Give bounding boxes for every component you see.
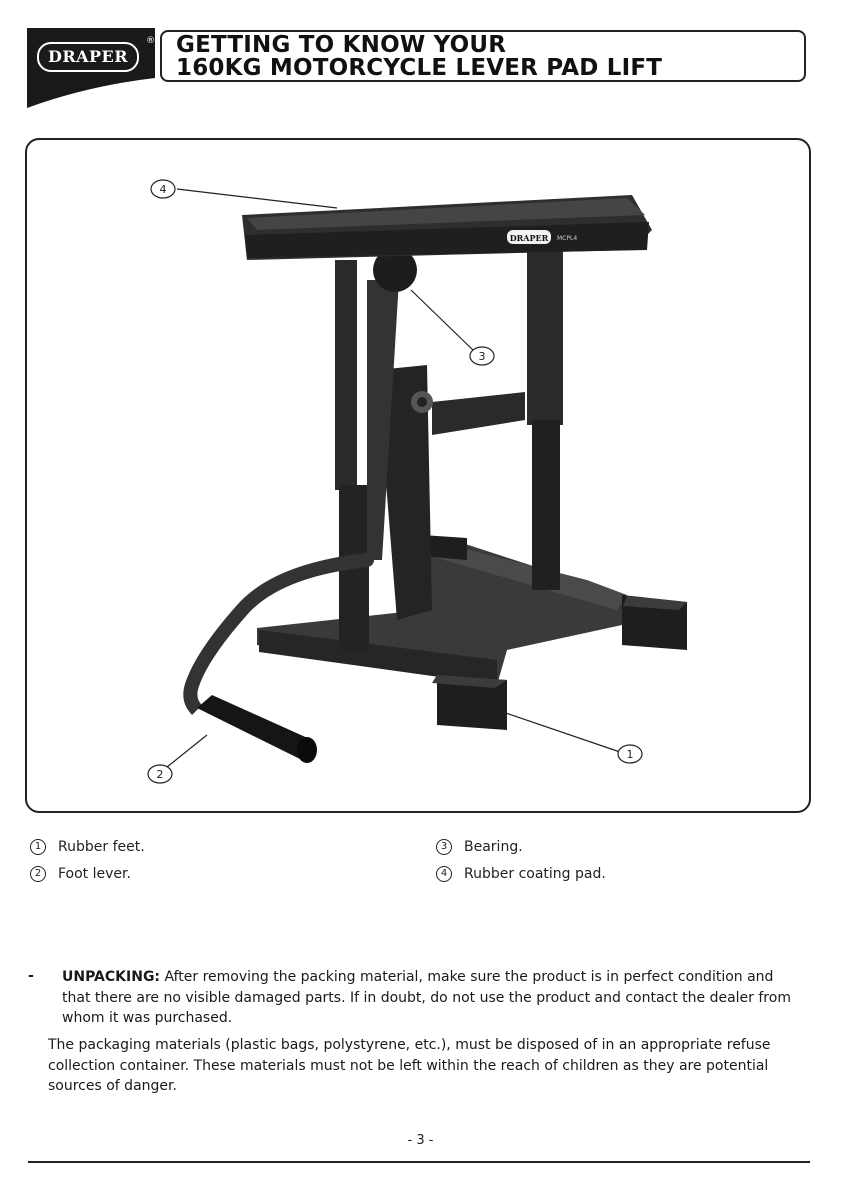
- svg-text:3: 3: [479, 350, 486, 363]
- legend-item-rubber-feet: 1 Rubber feet.: [30, 837, 145, 857]
- svg-text:2: 2: [157, 768, 164, 781]
- legend-label: Rubber coating pad.: [464, 866, 606, 882]
- legend-item-bearing: 3 Bearing.: [436, 837, 523, 857]
- title-line-2: 160KG MOTORCYCLE LEVER PAD LIFT: [176, 55, 663, 81]
- pad-brand-text: DRAPER: [510, 233, 549, 243]
- unpacking-heading: UNPACKING:: [62, 969, 161, 985]
- legend-number: 3: [436, 839, 452, 855]
- svg-text:4: 4: [160, 183, 167, 196]
- page-number: - 3 -: [407, 1133, 434, 1148]
- lift-illustration: DRAPER MCPL4 4 3 1 2: [147, 179, 687, 784]
- packaging-paragraph: The packaging materials (plastic bags, p…: [48, 1035, 800, 1097]
- bullet-dash: -: [28, 968, 34, 984]
- page-title: GETTING TO KNOW YOUR 160KG MOTORCYCLE LE…: [160, 30, 806, 82]
- footer-rule: [28, 1161, 810, 1163]
- callout-1: 1: [617, 744, 643, 764]
- product-figure: DRAPER MCPL4 4 3 1 2: [25, 138, 811, 813]
- callout-3: 3: [469, 346, 495, 366]
- callout-4: 4: [150, 179, 176, 199]
- unpacking-text: After removing the packing material, mak…: [62, 969, 791, 1026]
- legend-item-foot-lever: 2 Foot lever.: [30, 864, 131, 884]
- svg-text:1: 1: [627, 748, 634, 761]
- legend-number: 1: [30, 839, 46, 855]
- legend-label: Rubber feet.: [58, 839, 145, 855]
- legend-item-rubber-coating-pad: 4 Rubber coating pad.: [436, 864, 606, 884]
- draper-logo: DRAPER: [37, 42, 139, 72]
- legend-number: 2: [30, 866, 46, 882]
- legend-number: 4: [436, 866, 452, 882]
- pad-model-text: MCPL4: [557, 235, 577, 242]
- packaging-text: The packaging materials (plastic bags, p…: [48, 1037, 771, 1094]
- legend-label: Bearing.: [464, 839, 523, 855]
- title-line-1: GETTING TO KNOW YOUR: [176, 32, 507, 58]
- unpacking-paragraph: UNPACKING: After removing the packing ma…: [62, 967, 802, 1029]
- callout-2: 2: [147, 764, 173, 784]
- brand-block: DRAPER ®: [27, 28, 155, 110]
- legend-label: Foot lever.: [58, 866, 131, 882]
- registered-mark: ®: [146, 36, 155, 46]
